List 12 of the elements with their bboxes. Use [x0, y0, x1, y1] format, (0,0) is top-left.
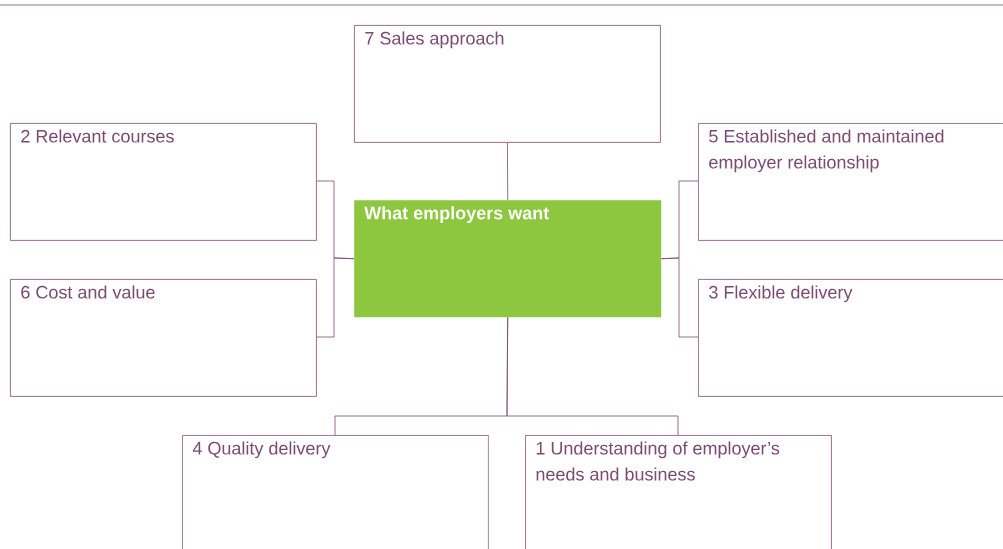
factor-box: 3 Flexible delivery: [698, 279, 1003, 397]
factor-box: 7 Sales approach: [354, 25, 661, 143]
factor-box: 5 Established and maintained employer relationship: [698, 123, 1003, 241]
factor-box: 4 Quality delivery: [182, 435, 489, 549]
connector-line: [507, 142, 509, 201]
title-box: What employers want: [354, 200, 662, 318]
factor-box: 2 Relevant courses: [10, 123, 317, 241]
factor-box: 6 Cost and value: [10, 279, 317, 397]
connector-line: [316, 257, 355, 338]
factor-box: 1 Understanding of employer’s needs and business: [525, 435, 832, 549]
connector-line: [661, 257, 699, 338]
connector-line: [506, 317, 679, 436]
